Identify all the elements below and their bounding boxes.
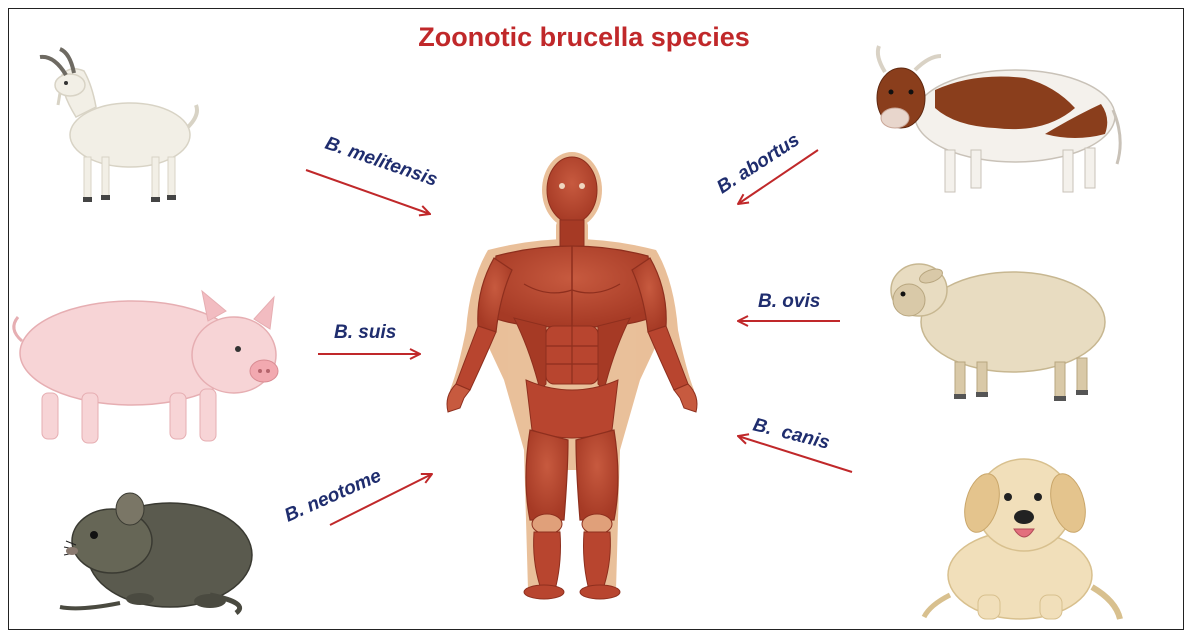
pig-icon	[14, 291, 278, 443]
label-abortus: B. abortus	[713, 129, 803, 198]
dog-icon	[924, 459, 1120, 619]
goat-icon	[40, 49, 197, 202]
label-neotome: B. neotome	[281, 465, 384, 526]
sheep-icon	[891, 264, 1105, 401]
label-suis: B. suis	[334, 322, 396, 343]
label-canis: B. canis	[751, 414, 832, 453]
label-ovis: B. ovis	[758, 291, 820, 312]
diagram-title: Zoonotic brucella species	[418, 22, 750, 52]
rat-icon	[60, 493, 252, 613]
human-muscle-anatomy-icon	[447, 152, 697, 599]
cow-icon	[877, 46, 1120, 192]
